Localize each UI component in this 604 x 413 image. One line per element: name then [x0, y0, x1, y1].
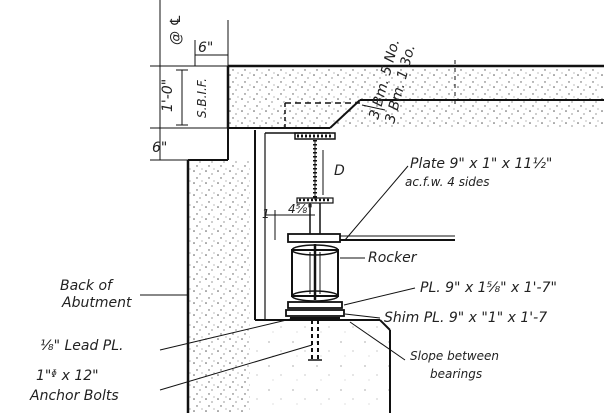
dimension-lines	[150, 0, 456, 240]
label-back-2: Abutment	[61, 295, 132, 311]
dim-middle: 1'-0"	[160, 79, 176, 112]
label-plate: Plate 9" x 1" x 11½"	[410, 156, 552, 172]
abutment	[186, 128, 391, 413]
label-plate-finish: ac.f.w. 4 sides	[405, 175, 490, 189]
label-pl-rocker: PL. 9" x 1⅝" x 1'-7"	[420, 280, 557, 296]
dim-4-5-8: 4⅝"	[288, 202, 313, 216]
dim-top: 6"	[198, 40, 213, 56]
dim-d: D	[334, 163, 345, 179]
label-anchor-1: 1"ᶲ x 12"	[36, 368, 99, 384]
label-slope-1: Slope between	[410, 349, 499, 363]
dim-bottom: 6"	[152, 140, 167, 156]
leader-lines	[140, 104, 416, 391]
label-anchor-2: Anchor Bolts	[29, 388, 119, 404]
dim-sbif: S.B.I.F.	[195, 78, 209, 118]
label-slope-2: bearings	[430, 367, 482, 381]
bearing-assembly	[285, 132, 345, 361]
deck-slab	[226, 64, 604, 129]
dim-centerline: @ ℄	[168, 14, 184, 45]
label-rocker: Rocker	[368, 250, 418, 266]
label-back-1: Back of	[60, 278, 114, 294]
dim-one: 1	[262, 207, 270, 221]
label-shim: Shim PL. 9" x "1" x 1'-7	[384, 310, 547, 326]
label-lead: ⅛" Lead PL.	[40, 338, 123, 354]
